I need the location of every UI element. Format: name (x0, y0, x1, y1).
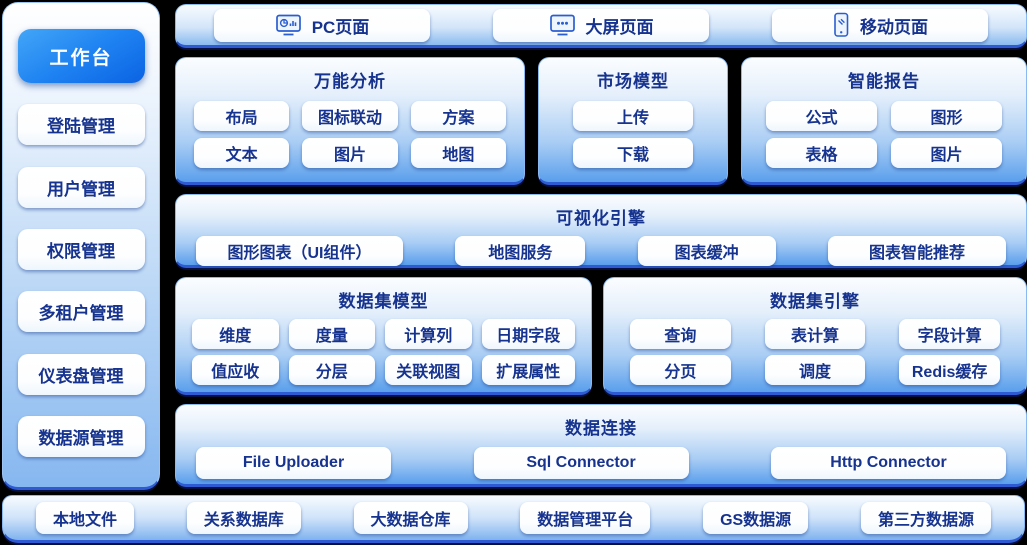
market-model-buttons: 上传 下载 (539, 92, 727, 168)
button-image[interactable]: 图片 (302, 138, 398, 168)
button-layout[interactable]: 布局 (194, 101, 290, 131)
panel-visual-engine: 可视化引擎 图形图表（UI组件） 地图服务 图表缓冲 图表智能推荐 (175, 194, 1027, 268)
pc-page-label: PC页面 (311, 17, 370, 37)
button-measure[interactable]: 度量 (288, 319, 376, 349)
page-type-bar: PC页面 大屏页面 移动页面 (175, 4, 1027, 48)
panel-dataset-model: 数据集模型 维度 度量 计算列 日期字段 值应收 分层 关联视图 扩展属性 (175, 277, 592, 395)
dataset-engine-buttons: 查询 表计算 字段计算 分页 调度 Redis缓存 (604, 312, 1026, 385)
screen-dots-icon (549, 13, 576, 37)
source-relational-db[interactable]: 关系数据库 (186, 502, 301, 534)
smartphone-icon (832, 12, 850, 38)
button-formula[interactable]: 公式 (766, 101, 877, 131)
button-file-uploader[interactable]: File Uploader (196, 447, 391, 479)
sidebar-item-user-mgmt[interactable]: 用户管理 (17, 166, 145, 208)
button-ui-charts[interactable]: 图形图表（UI组件） (196, 236, 403, 266)
dataset-model-title: 数据集模型 (338, 292, 429, 311)
big-screen-page-button[interactable]: 大屏页面 (493, 8, 709, 42)
sidebar-item-dashboard-mgmt[interactable]: 仪表盘管理 (17, 353, 145, 395)
button-http-connector[interactable]: Http Connector (771, 447, 1006, 479)
smart-report-title: 智能报告 (848, 72, 920, 91)
smart-report-buttons: 公式 图形 表格 图片 (742, 92, 1026, 168)
button-graph[interactable]: 图形 (891, 101, 1002, 131)
button-pagination[interactable]: 分页 (630, 355, 731, 385)
button-hierarchy[interactable]: 分层 (288, 355, 376, 385)
market-model-title: 市场模型 (597, 72, 669, 91)
source-third-party[interactable]: 第三方数据源 (860, 502, 991, 534)
button-value-receive[interactable]: 值应收 (192, 355, 279, 385)
panel-smart-report: 智能报告 公式 图形 表格 图片 (741, 57, 1027, 185)
pc-monitor-chart-icon (275, 13, 302, 37)
button-scheme[interactable]: 方案 (410, 101, 506, 131)
sidebar-item-tenant-mgmt[interactable]: 多租户管理 (17, 291, 145, 333)
source-gs-datasource[interactable]: GS数据源 (703, 502, 809, 534)
sidebar-item-login-mgmt[interactable]: 登陆管理 (17, 104, 145, 146)
button-chart-buffer[interactable]: 图表缓冲 (637, 236, 776, 266)
visual-engine-title: 可视化引擎 (556, 209, 646, 228)
button-map-service[interactable]: 地图服务 (455, 236, 586, 266)
button-redis-cache[interactable]: Redis缓存 (899, 355, 1000, 385)
button-picture[interactable]: 图片 (891, 138, 1002, 168)
data-sources-bar: 本地文件 关系数据库 大数据仓库 数据管理平台 GS数据源 第三方数据源 (2, 495, 1025, 543)
button-extended-attr[interactable]: 扩展属性 (481, 355, 575, 385)
sidebar: 工作台 登陆管理 用户管理 权限管理 多租户管理 仪表盘管理 数据源管理 (2, 2, 160, 490)
button-table-calc[interactable]: 表计算 (764, 319, 866, 349)
button-date-field[interactable]: 日期字段 (481, 319, 575, 349)
source-big-data-warehouse[interactable]: 大数据仓库 (353, 502, 468, 534)
button-field-calc[interactable]: 字段计算 (899, 319, 1000, 349)
button-schedule[interactable]: 调度 (764, 355, 866, 385)
button-linked-view[interactable]: 关联视图 (385, 355, 472, 385)
sidebar-item-workbench[interactable]: 工作台 (17, 29, 145, 83)
sidebar-item-datasource-mgmt[interactable]: 数据源管理 (17, 415, 145, 457)
button-chart-linkage[interactable]: 图标联动 (302, 101, 398, 131)
panel-market-model: 市场模型 上传 下载 (538, 57, 728, 185)
pc-page-button[interactable]: PC页面 (214, 8, 430, 42)
button-table[interactable]: 表格 (766, 138, 877, 168)
button-query[interactable]: 查询 (630, 319, 731, 349)
button-sql-connector[interactable]: Sql Connector (473, 447, 689, 479)
panel-universal-analysis: 万能分析 布局 图标联动 方案 文本 图片 地图 (175, 57, 525, 185)
sidebar-item-permission-mgmt[interactable]: 权限管理 (17, 228, 145, 270)
dataset-engine-title: 数据集引擎 (770, 292, 860, 311)
button-chart-recommend[interactable]: 图表智能推荐 (827, 236, 1006, 266)
panel-data-connect: 数据连接 File Uploader Sql Connector Http Co… (175, 404, 1027, 487)
mobile-page-button[interactable]: 移动页面 (772, 8, 988, 42)
source-data-mgmt-platform[interactable]: 数据管理平台 (520, 502, 651, 534)
button-text[interactable]: 文本 (194, 138, 290, 168)
data-connect-buttons: File Uploader Sql Connector Http Connect… (176, 439, 1026, 479)
button-download[interactable]: 下载 (573, 138, 693, 168)
visual-engine-buttons: 图形图表（UI组件） 地图服务 图表缓冲 图表智能推荐 (176, 229, 1026, 266)
big-screen-page-label: 大屏页面 (585, 17, 654, 37)
universal-analysis-buttons: 布局 图标联动 方案 文本 图片 地图 (176, 92, 524, 168)
dataset-model-buttons: 维度 度量 计算列 日期字段 值应收 分层 关联视图 扩展属性 (176, 312, 591, 385)
button-calc-column[interactable]: 计算列 (385, 319, 472, 349)
button-map[interactable]: 地图 (410, 138, 506, 168)
button-upload[interactable]: 上传 (573, 101, 693, 131)
mobile-page-label: 移动页面 (860, 17, 928, 37)
button-dimension[interactable]: 维度 (192, 319, 279, 349)
universal-analysis-title: 万能分析 (314, 72, 386, 91)
source-local-file[interactable]: 本地文件 (36, 502, 135, 534)
panel-dataset-engine: 数据集引擎 查询 表计算 字段计算 分页 调度 Redis缓存 (603, 277, 1027, 395)
data-connect-title: 数据连接 (565, 419, 637, 438)
